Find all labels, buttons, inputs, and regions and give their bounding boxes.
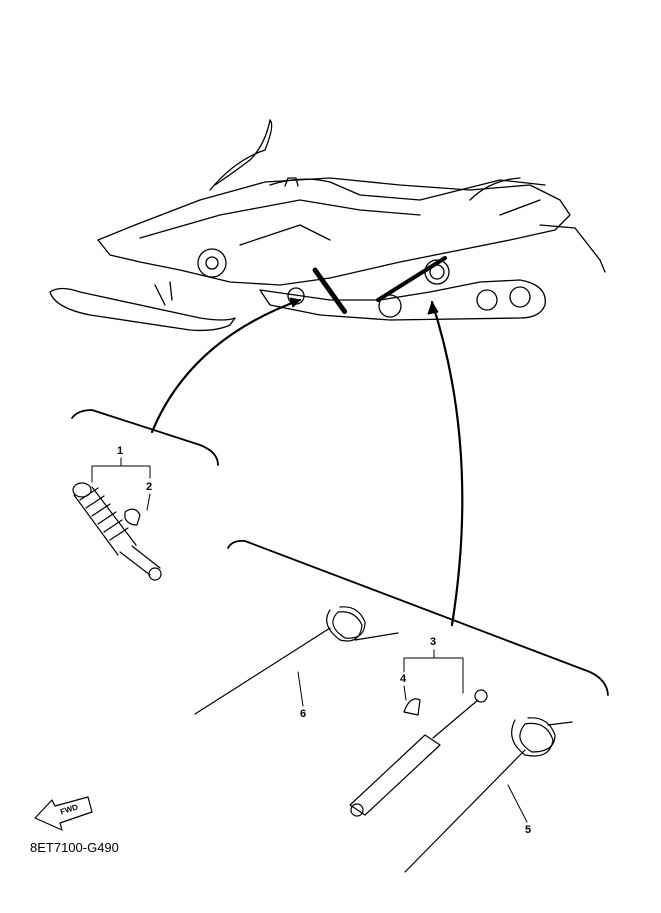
- group-frame-springs: [227, 539, 609, 696]
- fwd-arrow-icon: [34, 796, 93, 831]
- callout-2: 2: [146, 481, 153, 493]
- snowmobile-illustration: [49, 119, 606, 332]
- callout-5: 5: [525, 824, 532, 836]
- torsion-spring-right: [404, 717, 573, 873]
- callout-4: 4: [400, 673, 407, 685]
- rear-shock-absorber: [72, 482, 162, 581]
- leader-arrow-spring: [430, 300, 464, 627]
- damper-rod: [349, 689, 488, 817]
- callout-3: 3: [430, 636, 437, 648]
- callout-1: 1: [117, 445, 124, 457]
- callout-6: 6: [300, 708, 307, 720]
- leader-arrow-shock: [150, 298, 302, 434]
- diagram-code: 8ET7100-G490: [30, 840, 119, 855]
- torsion-spring-left: [194, 606, 399, 715]
- callout-lines: [91, 457, 528, 823]
- group-frame-rear-shock: [71, 409, 219, 466]
